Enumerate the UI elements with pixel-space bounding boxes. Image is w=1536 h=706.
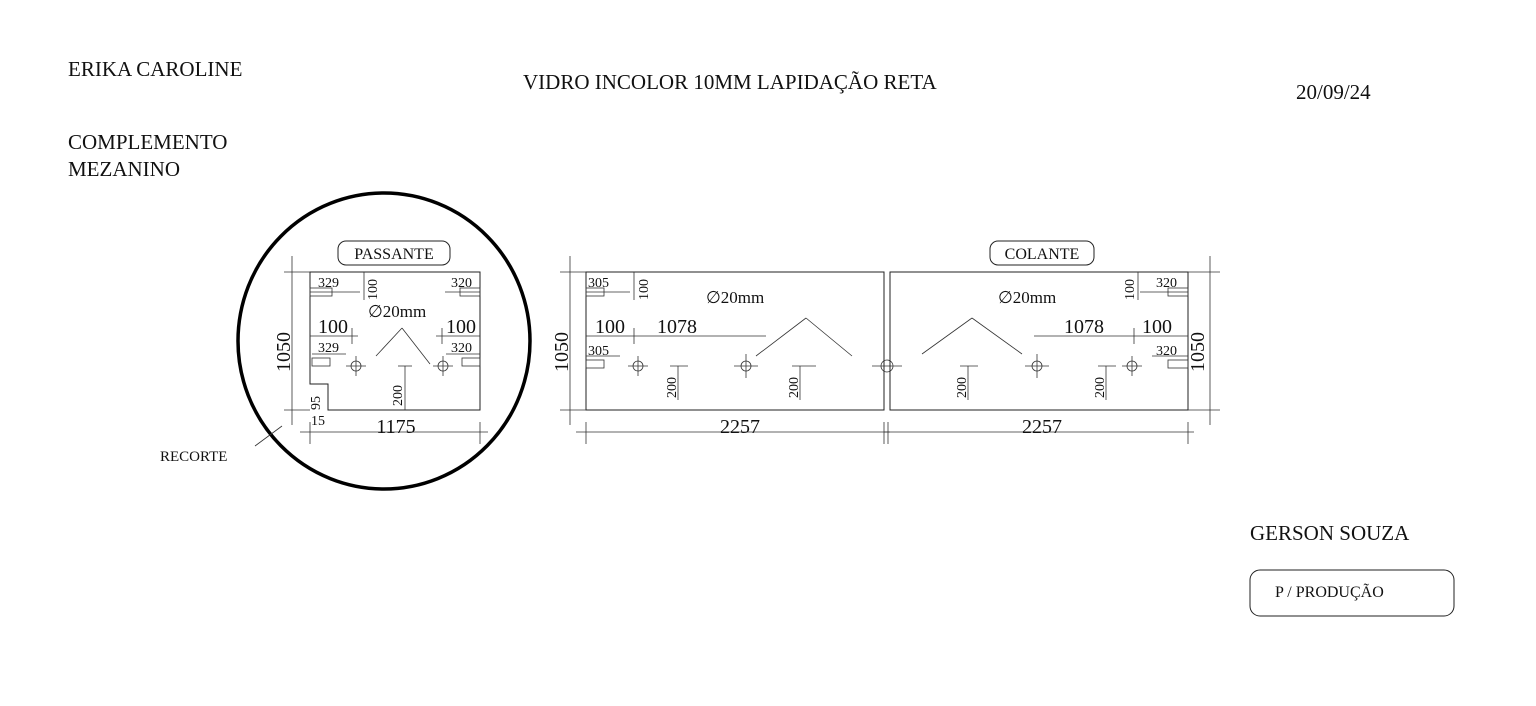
project-line-2: MEZANINO (68, 157, 180, 181)
panel-a-ml-offset: 329 (318, 341, 339, 356)
panel-b: 1050 2257 305 100 ∅20mm 100 1078 305 (551, 256, 890, 444)
panel-c-right-edge: 100 (1142, 316, 1172, 338)
panel-a-tag: PASSANTE (354, 246, 433, 263)
panel-a-tl-offset: 329 (318, 276, 339, 291)
page-title: VIDRO INCOLOR 10MM LAPIDAÇÃO RETA (523, 70, 937, 94)
panel-a-tr-offset: 320 (451, 276, 472, 291)
panel-b-h2: 200 (787, 377, 802, 398)
date-label: 20/09/24 (1296, 80, 1371, 104)
panel-a-width: 1175 (376, 416, 415, 438)
panel-c-outline (889, 271, 1189, 411)
panel-a-tl-vert: 100 (366, 279, 381, 300)
stamp-box (1249, 569, 1455, 617)
recorte-leader (254, 425, 283, 447)
signer-name: GERSON SOUZA (1250, 521, 1410, 545)
panel-b-tl-offset: 305 (588, 276, 609, 291)
panel-c-tr-offset: 320 (1156, 276, 1177, 291)
panel-b-width: 2257 (720, 416, 760, 438)
panel-c-mr-offset: 320 (1156, 344, 1177, 359)
panel-a-mr-offset: 320 (451, 341, 472, 356)
panel-b-ml-offset: 305 (588, 344, 609, 359)
panel-c-h2: 200 (1093, 377, 1108, 398)
panel-c-width: 2257 (1022, 416, 1062, 438)
panel-c-tr-vert: 100 (1123, 279, 1138, 300)
panel-c-h1: 200 (955, 377, 970, 398)
highlight-circle (236, 191, 532, 491)
panel-b-height: 1050 (551, 332, 573, 372)
panel-b-hole: ∅20mm (706, 288, 764, 307)
client-name: ERIKA CAROLINE (68, 57, 242, 81)
recorte-label: RECORTE (160, 449, 227, 465)
panel-a: PASSANTE 1050 1175 329 100 320 ∅20mm 100… (160, 191, 532, 491)
panel-c-tag: COLANTE (1005, 246, 1080, 263)
panel-a-outline (309, 271, 481, 411)
panel-a-notch-w: 15 (311, 414, 325, 429)
panel-a-tag-box (337, 240, 451, 266)
panel-b-left-edge: 100 (595, 316, 625, 338)
panel-c: COLANTE 1050 2257 320 100 ∅20mm 1078 100… (884, 240, 1220, 444)
panel-a-hole-height: 200 (391, 385, 406, 406)
panel-a-hole: ∅20mm (368, 302, 426, 321)
panel-c-height: 1050 (1187, 332, 1209, 372)
panel-b-tl-vert: 100 (637, 279, 652, 300)
project-line-1: COMPLEMENTO (68, 130, 227, 154)
panel-c-tag-box (989, 240, 1095, 266)
panel-b-spacing: 1078 (657, 316, 697, 338)
panel-c-spacing: 1078 (1064, 316, 1104, 338)
panel-a-right-edge: 100 (446, 316, 476, 338)
panel-c-hole: ∅20mm (998, 288, 1056, 307)
panel-a-notch-h: 95 (309, 396, 324, 410)
stamp-label: P / PRODUÇÃO (1275, 583, 1384, 601)
panel-b-h1: 200 (665, 377, 680, 398)
panel-a-left-edge: 100 (318, 316, 348, 338)
panel-a-height: 1050 (273, 332, 295, 372)
